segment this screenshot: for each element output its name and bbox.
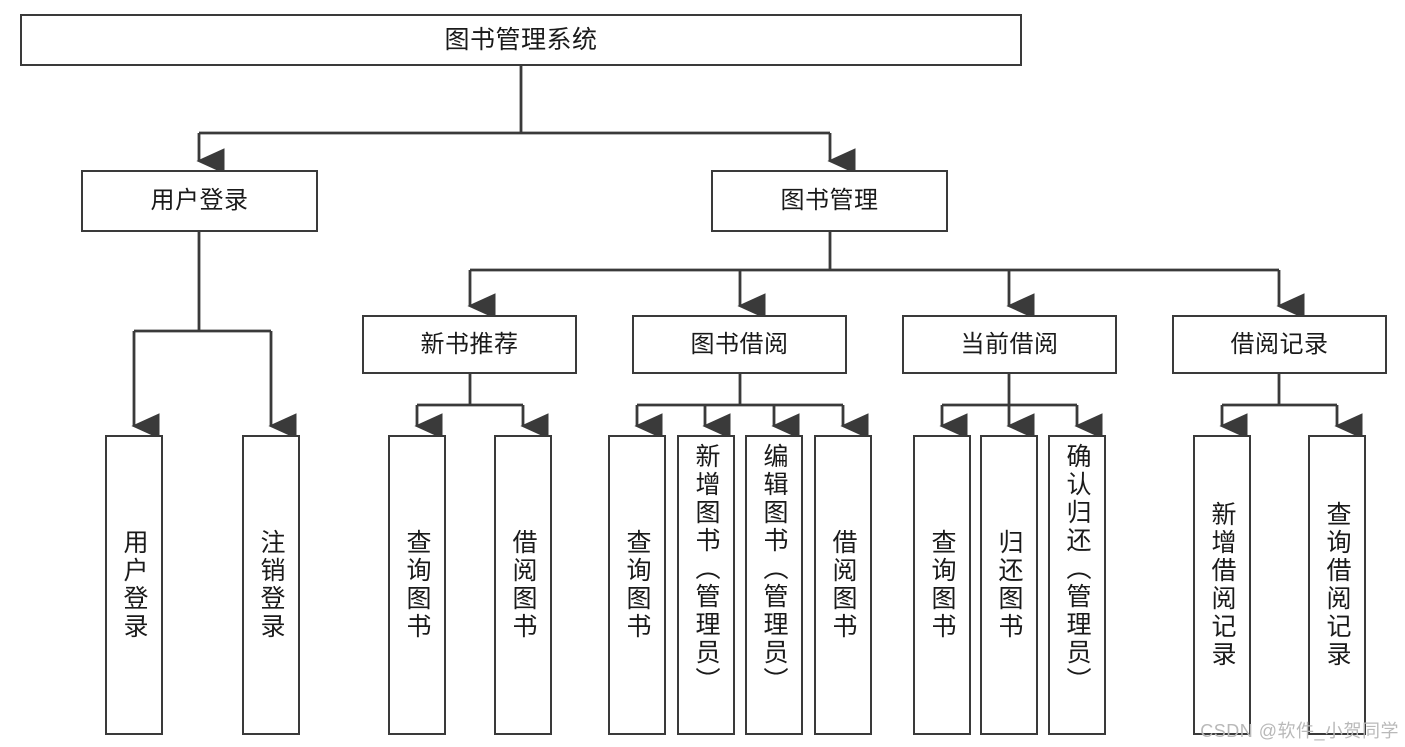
- node-label: 新书推荐: [420, 330, 519, 358]
- leaf-borrow-record-query[interactable]: 查询借阅记录: [1308, 435, 1366, 735]
- node-label: 查询图书: [403, 529, 431, 641]
- node-label: 查询借阅记录: [1323, 501, 1351, 669]
- leaf-book-borrow-edit[interactable]: 编辑图书（管理员）: [745, 435, 803, 735]
- node-label: 图书借阅: [690, 330, 789, 358]
- leaf-new-book-query[interactable]: 查询图书: [388, 435, 446, 735]
- node-label: 用户登录: [150, 187, 249, 214]
- node-label: 编辑图书（管理员）: [760, 443, 788, 695]
- node-label: 借阅记录: [1230, 330, 1329, 358]
- node-label: 查询图书: [928, 529, 956, 641]
- node-label: 借阅图书: [829, 529, 857, 641]
- leaf-current-borrow-query[interactable]: 查询图书: [913, 435, 971, 735]
- node-label: 新增借阅记录: [1208, 501, 1236, 669]
- leaf-borrow-record-add[interactable]: 新增借阅记录: [1193, 435, 1251, 735]
- node-label: 查询图书: [623, 529, 651, 641]
- node-label: 借阅图书: [509, 529, 537, 641]
- leaf-new-book-borrow[interactable]: 借阅图书: [494, 435, 552, 735]
- leaf-book-borrow-query[interactable]: 查询图书: [608, 435, 666, 735]
- node-user-login[interactable]: 用户登录: [81, 170, 318, 232]
- leaf-book-borrow-borrow[interactable]: 借阅图书: [814, 435, 872, 735]
- node-label: 用户登录: [120, 529, 148, 641]
- leaf-user-login-logout[interactable]: 注销登录: [242, 435, 300, 735]
- leaf-current-borrow-confirm-return[interactable]: 确认归还（管理员）: [1048, 435, 1106, 735]
- node-label: 图书管理系统: [444, 25, 598, 54]
- node-book-borrow[interactable]: 图书借阅: [632, 315, 847, 374]
- leaf-book-borrow-add[interactable]: 新增图书（管理员）: [677, 435, 735, 735]
- node-label: 图书管理: [780, 187, 879, 214]
- node-label: 归还图书: [995, 529, 1023, 641]
- node-label: 当前借阅: [960, 330, 1059, 358]
- leaf-current-borrow-return[interactable]: 归还图书: [980, 435, 1038, 735]
- node-book-management[interactable]: 图书管理: [711, 170, 948, 232]
- node-root-system[interactable]: 图书管理系统: [20, 14, 1022, 66]
- leaf-user-login-login[interactable]: 用户登录: [105, 435, 163, 735]
- node-borrow-record[interactable]: 借阅记录: [1172, 315, 1387, 374]
- node-current-borrow[interactable]: 当前借阅: [902, 315, 1117, 374]
- node-label: 注销登录: [257, 529, 285, 641]
- node-new-book-recommend[interactable]: 新书推荐: [362, 315, 577, 374]
- node-label: 确认归还（管理员）: [1063, 443, 1091, 695]
- watermark-text: CSDN @软件_小贺同学: [1200, 721, 1399, 741]
- node-label: 新增图书（管理员）: [692, 443, 720, 695]
